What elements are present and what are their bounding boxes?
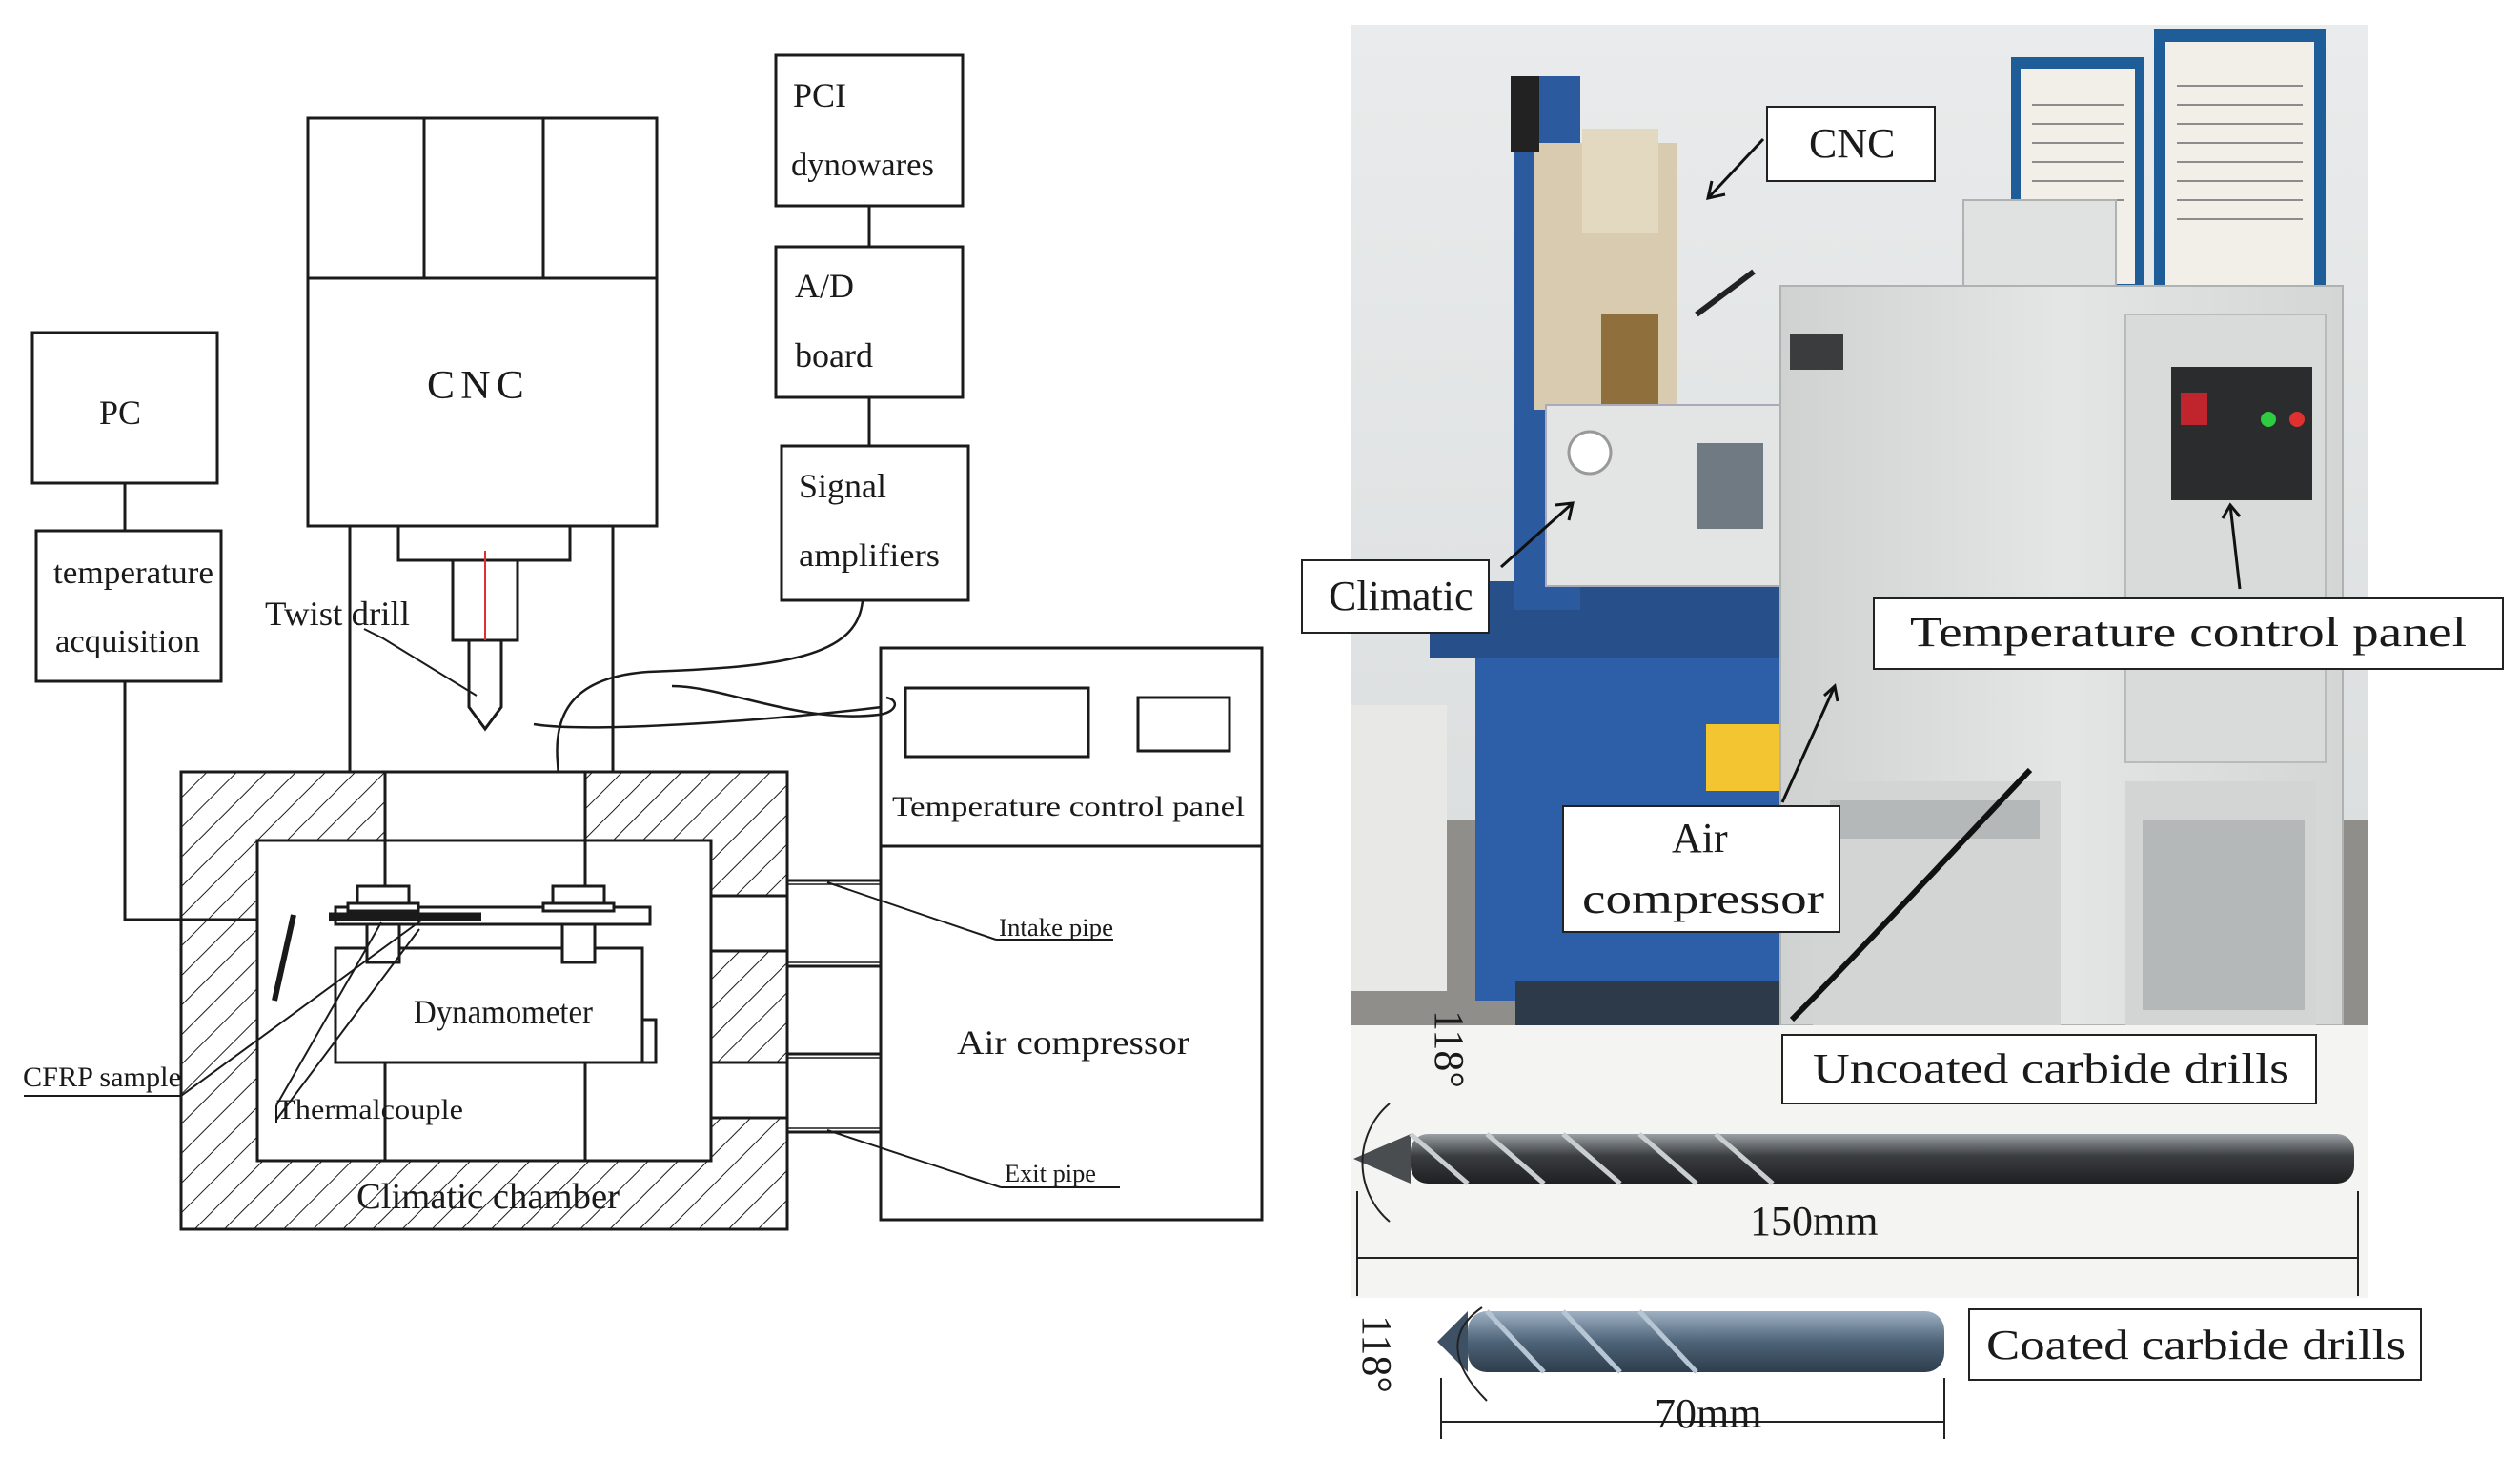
photo-climatic-label: Climatic [1329,573,1473,619]
signal-label-1: Signal [799,467,886,505]
cfrp-label: CFRP sample [23,1062,181,1093]
air-compressor-label: Air compressor [957,1023,1189,1062]
photo-labels: CNC Climatic Temperature control panel A… [1329,120,2467,1437]
exit-pipe-label: Exit pipe [1005,1160,1096,1187]
thermocouple-label: Thermalcouple [276,1094,463,1125]
coated-drill [1437,1309,1944,1374]
uncoated-drills-label: Uncoated carbide drills [1813,1045,2289,1092]
schematic-labels: CNC PC temperature acquisition PCI dynow… [23,76,1245,1217]
temperature-acquisition-box [34,529,223,683]
temp-acq-label-2: acquisition [55,624,200,659]
lab-photo: CNC Climatic Temperature control panel A… [1301,25,2504,1439]
pc-label: PC [99,394,141,432]
pci-label-2: dynowares [791,148,934,183]
dimension-lines [1356,1103,2359,1439]
photo-cnc-label: CNC [1809,120,1895,167]
photo-air-label-2: compressor [1582,876,1824,922]
coated-drills-label: Coated carbide drills [1986,1322,2406,1368]
temp-panel-label: Temperature control panel [892,791,1245,822]
uncoated-drill [1353,1132,2354,1185]
ad-label-1: A/D [795,267,854,305]
pci-label-1: PCI [793,76,846,114]
angle-top-label: 118° [1426,1010,1473,1088]
angle-bottom-label: 118° [1353,1315,1400,1393]
intake-pipe-label: Intake pipe [999,914,1113,941]
signal-amplifiers-box [780,444,970,602]
twist-drill-label: Twist drill [265,595,410,633]
photo-temp-panel-label: Temperature control panel [1910,609,2467,656]
cnc-unit [306,116,659,772]
photo-air-label-1: Air [1672,815,1728,861]
callout-boxes [1301,106,2504,1381]
length-150-label: 150mm [1750,1198,1878,1245]
air-compressor-unit [787,646,1264,1222]
chamber-label: Climatic chamber [356,1177,620,1217]
ad-label-2: board [795,336,873,374]
cnc-label: CNC [427,364,530,408]
length-70-label: 70mm [1655,1390,1761,1437]
dynamometer-label: Dynamometer [414,993,593,1031]
schematic [24,53,1264,1231]
temp-acq-label-1: temperature [53,556,213,591]
signal-label-2: amplifiers [799,538,940,574]
dynamometer [180,884,658,1123]
photo-climatic-chamber [1545,404,1785,587]
callout-arrows [1500,137,2242,803]
